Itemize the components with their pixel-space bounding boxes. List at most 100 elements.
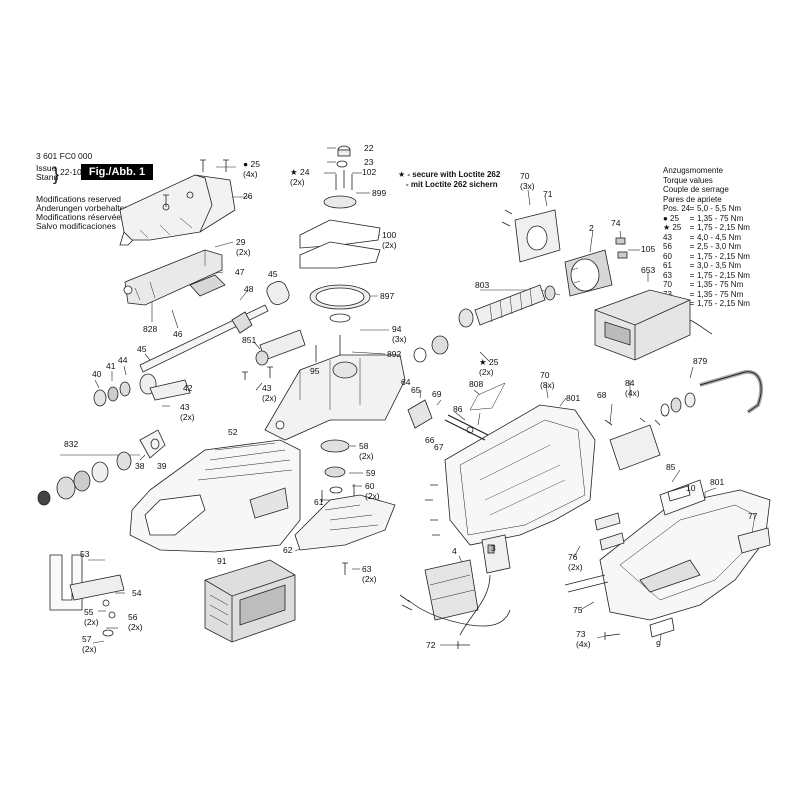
callout-p54: 54 (132, 588, 142, 599)
torque-eq: = (689, 280, 695, 289)
callout-number: 62 (283, 545, 293, 555)
screws-25-top (163, 159, 229, 207)
loctite-line-1: ★ - secure with Loctite 262 (398, 170, 501, 179)
callout-p801b: 801 (710, 477, 724, 488)
callout-quantity: (4x) (576, 638, 591, 649)
torque-pos: Pos. 24 (663, 204, 691, 213)
callout-number: 41 (106, 361, 116, 371)
torque-row: Pos. 24=5,0 - 5,5 Nm (663, 204, 750, 214)
callout-number: 54 (132, 588, 142, 598)
callout-p85: 85 (666, 462, 675, 473)
callout-number: 828 (143, 324, 158, 334)
callout-number: 45 (268, 269, 278, 279)
part-892-gear-housing (264, 354, 406, 441)
callout-p56: 56(2x) (128, 612, 143, 632)
callout-p39: 39 (157, 461, 167, 472)
callout-number: 47 (235, 267, 245, 277)
callout-p76: 76(2x) (568, 552, 583, 572)
callout-quantity: (3x) (520, 180, 535, 191)
torque-eq: = (689, 213, 695, 223)
callout-number: 48 (244, 284, 254, 294)
part-68-plate (604, 417, 661, 471)
callout-quantity: (2x) (180, 411, 195, 422)
callout-p66: 66 (425, 435, 435, 446)
torque-pos: 56 (663, 242, 672, 251)
callout-p897: 897 (380, 291, 394, 302)
callout-p29: 29(2x) (236, 237, 251, 257)
callout-p879: 879 (693, 356, 707, 367)
callout-p58: 58(2x) (359, 441, 374, 461)
torque-row: ★ 25=1,75 - 2,15 Nm (663, 223, 750, 233)
callout-number: 4 (452, 546, 457, 556)
callout-number: 77 (748, 511, 758, 521)
callout-p52: 52 (228, 427, 237, 438)
callout-number: 72 (426, 640, 436, 650)
torque-val: 1,35 - 75 Nm (697, 289, 744, 299)
torque-val: 4,0 - 4,5 Nm (697, 232, 742, 242)
callout-p73: 73(4x) (576, 629, 591, 649)
callout-p72: 72 (426, 640, 436, 651)
torque-val: 1,75 - 2,15 Nm (697, 251, 750, 261)
callout-quantity: (2x) (236, 246, 251, 257)
callout-number: 94 (392, 324, 402, 334)
callout-number: 801 (566, 393, 581, 403)
callout-p22: 22 (364, 143, 374, 154)
torque-eq: = (689, 242, 695, 251)
callout-p48: 48 (244, 284, 254, 295)
callout-p67: 67 (434, 442, 443, 453)
callout-number: 100 (382, 230, 397, 240)
callout-p65: 65 (411, 385, 420, 396)
part-26-front-cover (119, 174, 236, 246)
callout-p75: 75 (573, 605, 583, 616)
callout-number: 43 (180, 402, 190, 412)
callout-number: 58 (359, 441, 369, 451)
callout-p95: 95 (310, 366, 319, 377)
callout-p77: 77 (748, 511, 758, 522)
callout-number: 70 (540, 370, 550, 380)
callout-number: 39 (157, 461, 167, 471)
brace-symbol: } (53, 164, 60, 184)
torque-eq: = (689, 261, 695, 270)
callout-number: 10 (686, 483, 696, 493)
callout-quantity: (2x) (290, 176, 305, 187)
bearing-stack-left (93, 373, 191, 407)
callout-p10: 10 (686, 483, 696, 494)
callout-number: 66 (425, 435, 435, 445)
torque-pos: 61 (663, 261, 672, 270)
callout-number: 55 (84, 607, 94, 617)
callout-p62: 62 (283, 545, 293, 556)
torque-row: ● 25=1,35 - 75 Nm (663, 214, 750, 224)
torque-eq: = (689, 251, 695, 261)
callout-number: 803 (475, 280, 490, 290)
callout-number: 86 (453, 404, 463, 414)
callout-number: 74 (611, 218, 621, 228)
callout-p40: 40 (92, 369, 101, 380)
callout-p801a: 801 (566, 393, 581, 404)
torque-row: 43=4,0 - 4,5 Nm (663, 233, 750, 243)
torque-val: 1,75 - 2,15 Nm (697, 270, 750, 280)
callout-p892: 892 (387, 349, 401, 360)
callout-number: 59 (366, 468, 376, 478)
callout-p43a: 43(2x) (180, 402, 195, 422)
callout-p2: 2 (589, 223, 594, 234)
callout-p44: 44 (118, 355, 127, 366)
callout-number: 68 (597, 390, 607, 400)
callout-number: 75 (573, 605, 583, 615)
part-86-switch-lever (407, 399, 489, 441)
callout-p25b: ★ 25(2x) (479, 357, 498, 377)
callout-quantity: (3x) (392, 333, 407, 344)
callout-number: 61 (314, 497, 324, 507)
callout-quantity: (2x) (359, 450, 374, 461)
callout-quantity: (2x) (262, 392, 277, 403)
torque-pos: 63 (663, 270, 672, 280)
torque-row: 63=1,75 - 2,15 Nm (663, 271, 750, 281)
part-62-lower-housing (294, 494, 396, 575)
issue-label: Issue (36, 163, 57, 173)
torque-pos: ★ 25 (663, 223, 682, 232)
callout-p94: 94(3x) (392, 324, 407, 344)
callout-p61: 61 (314, 497, 324, 508)
callout-number: 22 (364, 143, 374, 153)
callout-p3: 3 (491, 543, 496, 554)
note-line-3: Modifications réservées (36, 212, 126, 222)
